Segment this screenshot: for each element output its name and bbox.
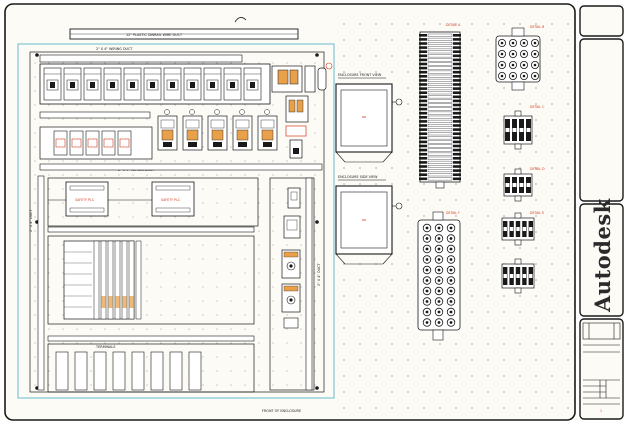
panel-backplate bbox=[17, 43, 335, 399]
title-block-info-cell bbox=[579, 318, 624, 420]
enclosure-b-label: ENCLOSURE SIDE VIEW bbox=[338, 175, 378, 179]
duct-right-label: 2" X 4" DUCT bbox=[317, 263, 321, 286]
wire-duct-left bbox=[37, 175, 45, 391]
detail-3-label: DETAIL C bbox=[530, 105, 545, 109]
duct-a-label: 2" X 4" WIRING DUCT bbox=[96, 47, 133, 51]
terminal-strips-block bbox=[47, 235, 255, 325]
right-device-column: 2" X 4" DUCT bbox=[269, 177, 321, 391]
wire-duct-right bbox=[305, 177, 313, 391]
detail-4-label: DETAIL D bbox=[530, 167, 545, 171]
plc-b-label: SAFETY PLC bbox=[161, 198, 181, 202]
breaker-row bbox=[39, 63, 271, 105]
control-panel: 12" PLASTIC DINRAIL WIRE DUCT 2" X 4" WI… bbox=[17, 17, 335, 413]
connector-block-large bbox=[417, 211, 461, 341]
plc-section: SAFETY PLC SAFETY PLC bbox=[47, 177, 259, 227]
small-terminal-3 bbox=[501, 212, 535, 246]
wire-duct-b bbox=[39, 111, 151, 119]
bottom-panel-label: FRONT OF ENCLOSURE bbox=[262, 409, 301, 413]
bottom-terminal-block bbox=[47, 343, 255, 393]
sheet-number: 1 bbox=[600, 409, 602, 413]
title-block-blank-cell bbox=[579, 38, 624, 202]
title-block: Autodesk 1 bbox=[579, 5, 624, 420]
enclosure-a-label: ENCLOSURE FRONT VIEW bbox=[338, 73, 382, 77]
connector-block-top bbox=[495, 27, 541, 91]
power-supply-cluster bbox=[271, 62, 333, 159]
terminals-label: TERMINALS bbox=[95, 345, 115, 349]
plc-a-label: SAFETY PLC bbox=[75, 198, 95, 202]
detail-6-label: DETAIL F bbox=[446, 211, 460, 215]
tall-terminal-strip bbox=[419, 31, 461, 189]
detail-2-label: DETAIL B bbox=[530, 25, 544, 29]
wire-duct-d bbox=[47, 226, 255, 233]
title-block-grid bbox=[582, 322, 621, 405]
title-block-top-cell bbox=[579, 5, 624, 37]
brand-logo-text: Autodesk bbox=[590, 198, 615, 313]
title-block-brand-cell bbox=[579, 203, 624, 317]
detail-5-label: DETAIL E bbox=[530, 211, 544, 215]
relay-row bbox=[39, 126, 153, 160]
enclosure-views: ENCLOSURE FRONT VIEW ENCLOSURE SIDE VIEW bbox=[335, 73, 403, 265]
wire-duct-c bbox=[39, 163, 323, 171]
wire-duct-a bbox=[39, 54, 243, 63]
contactor-row bbox=[157, 109, 278, 151]
wire-duct-e bbox=[47, 335, 255, 342]
top-rail-label: 12" PLASTIC DINRAIL WIRE DUCT bbox=[126, 33, 183, 37]
small-terminal-4 bbox=[501, 258, 535, 294]
panel-inner-plate bbox=[29, 51, 325, 393]
detail-1-label: DETAIL A bbox=[446, 23, 461, 27]
detail-drawings: DETAIL A DETAIL B DETAIL C DETAIL D DETA… bbox=[417, 23, 545, 341]
duct-left-label: 2" X 4" DUCT bbox=[29, 209, 33, 232]
top-din-rail: 12" PLASTIC DINRAIL WIRE DUCT bbox=[69, 17, 299, 40]
small-terminal-1 bbox=[503, 110, 533, 150]
small-terminal-2 bbox=[503, 168, 533, 202]
